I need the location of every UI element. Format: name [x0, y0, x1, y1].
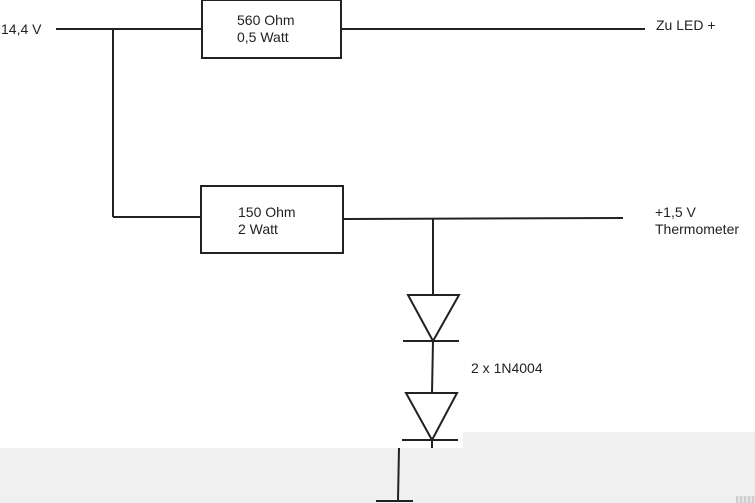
input-voltage-label: 14,4 V: [1, 21, 42, 37]
wire-diode1-diode2: [431, 340, 434, 394]
resistor-r2: [200, 185, 344, 254]
r1-label: 560 Ohm 0,5 Watt: [237, 12, 295, 46]
thermometer-label: Thermometer: [655, 221, 740, 237]
r2-power: 2 Watt: [238, 221, 278, 237]
r1-value: 560 Ohm: [237, 12, 295, 28]
wire-to-thermometer: [342, 217, 624, 220]
wire-to-ground: [397, 447, 400, 501]
thermometer-voltage-label: +1,5 V: [655, 204, 696, 220]
diodes-label: 2 x 1N4004: [471, 360, 543, 376]
r2-value: 150 Ohm: [238, 204, 296, 220]
diode1-triangle: [406, 294, 461, 344]
diode2-triangle: [404, 392, 459, 443]
background-overlay-bottom: [0, 448, 755, 503]
r1-power: 0,5 Watt: [237, 29, 289, 45]
resize-grip: [736, 496, 755, 503]
led-output-label: Zu LED +: [656, 17, 716, 33]
r2-label: 150 Ohm 2 Watt: [238, 204, 296, 238]
